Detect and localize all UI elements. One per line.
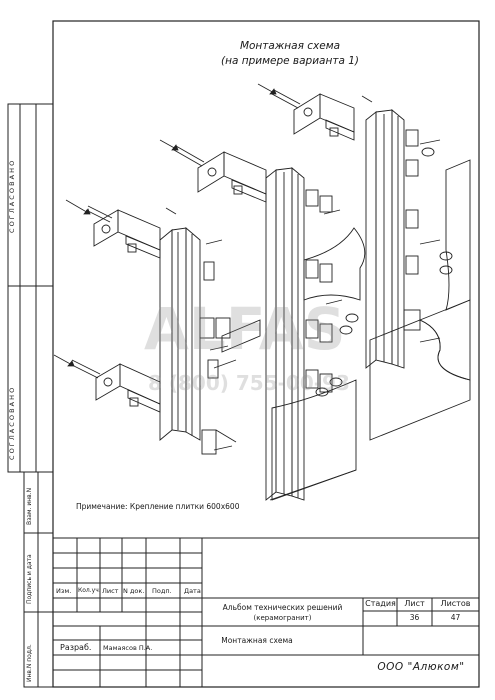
approved-label-bottom: С О Г Л А С О В А Н О xyxy=(8,387,16,460)
watermark-phone: 8 (800) 755-00-93 xyxy=(148,371,350,395)
sheet-number: 36 xyxy=(409,613,420,622)
drawing-subtitle: (на примере варианта 1) xyxy=(220,55,359,67)
col-header-sign: Подп. xyxy=(152,587,172,595)
album-subtitle: (керамогранит) xyxy=(253,614,312,622)
sheet-label: Лист xyxy=(404,599,425,608)
inv-replace-label: Взам. инв.N xyxy=(26,487,33,525)
approved-label-top: С О Г Л А С О В А Н О xyxy=(8,160,16,233)
drawing-note: Примечание: Крепление плитки 600х600 xyxy=(76,502,240,511)
col-header-doc: N док. xyxy=(123,587,145,595)
col-header-date: Дата xyxy=(184,587,201,595)
assembly-illustration xyxy=(69,89,471,501)
sheets-total: 47 xyxy=(450,613,461,622)
developed-label: Разраб. xyxy=(60,643,92,652)
signature-date-label: Подпись и дата xyxy=(26,554,33,604)
developed-name: Мамаясов П.А. xyxy=(103,644,153,652)
inv-orig-label: Инв.N подл. xyxy=(26,644,33,682)
drawing-title: Монтажная схема xyxy=(239,40,341,52)
sheet-title: Монтажная схема xyxy=(221,636,293,645)
company-name: ООО "Алюком" xyxy=(377,661,465,673)
watermark-brand: ALFAS xyxy=(144,295,346,363)
sheets-label: Листов xyxy=(440,599,471,608)
stage-label: Стадия xyxy=(365,599,396,608)
col-header-count: Кол.уч. xyxy=(78,587,101,594)
album-title: Альбом технических решений xyxy=(222,603,343,612)
col-header-sheet: Лист xyxy=(102,587,119,595)
col-header-change: Изм. xyxy=(56,587,72,595)
